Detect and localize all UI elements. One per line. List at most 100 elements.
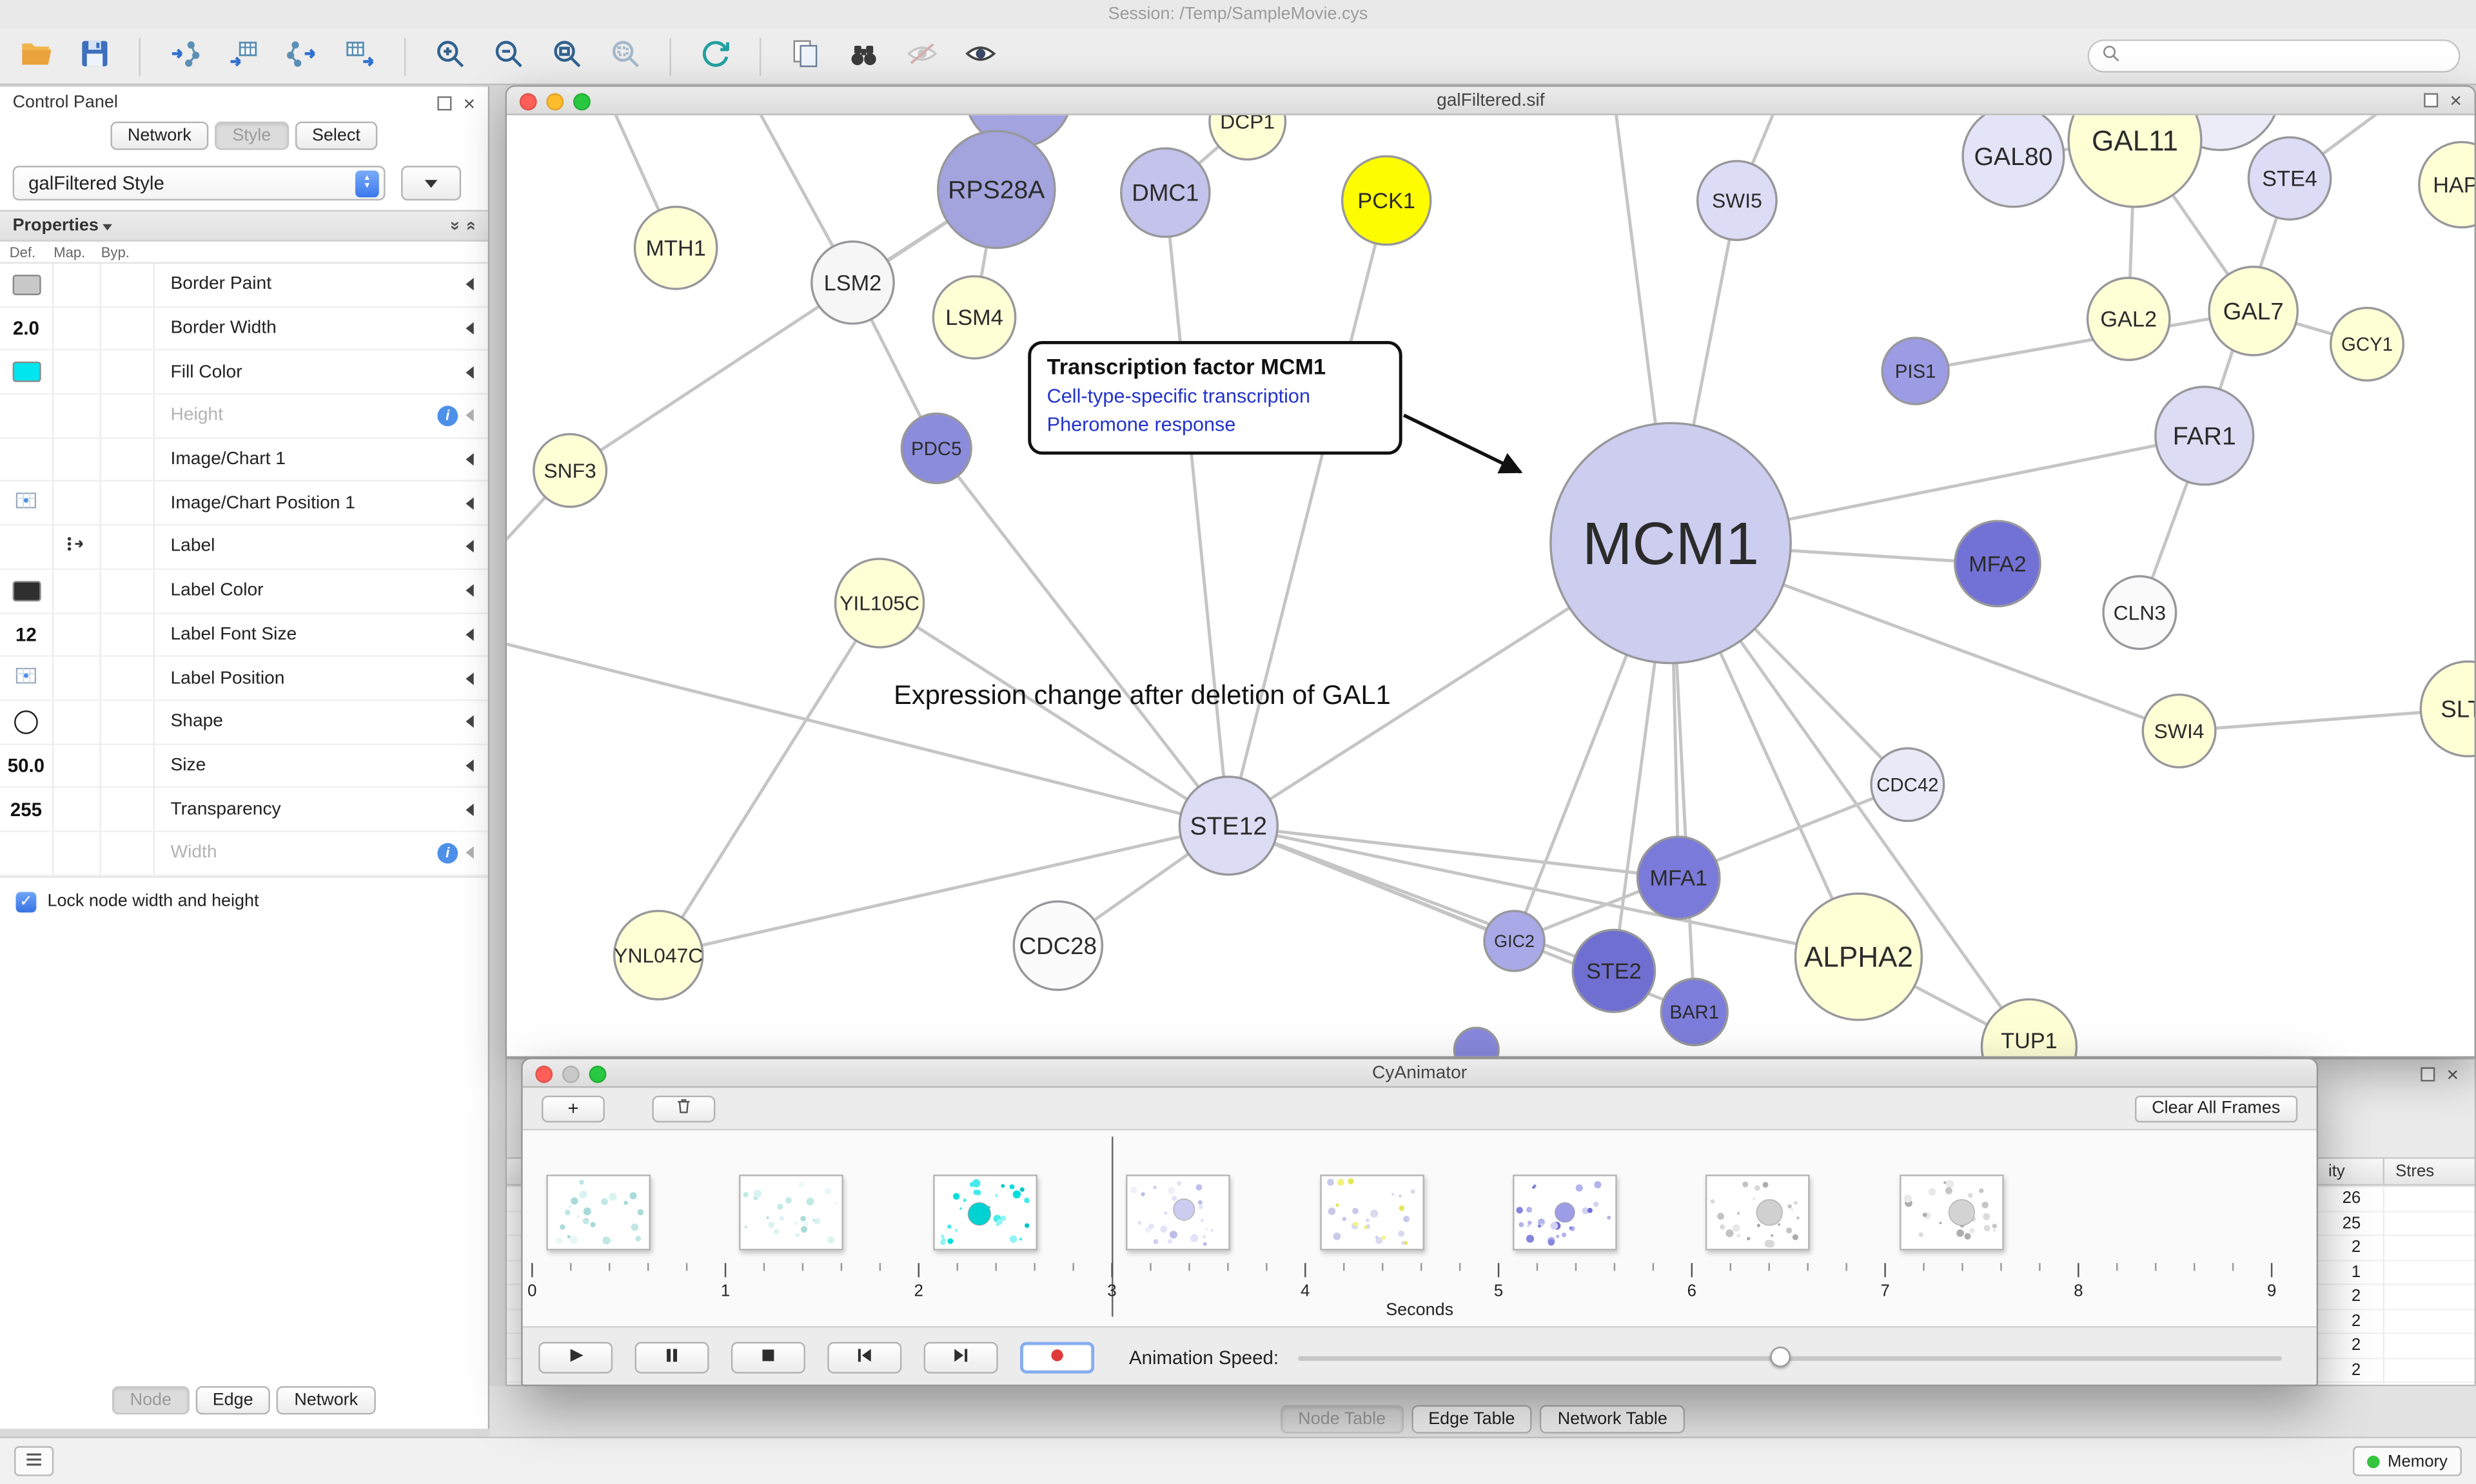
frame-thumbnail-5[interactable]	[1513, 1175, 1617, 1251]
memory-button[interactable]: Memory	[2353, 1446, 2462, 1476]
panel-tab-edge[interactable]: Edge	[195, 1386, 271, 1415]
expand-arrow-icon[interactable]	[466, 846, 474, 859]
passthrough-mapping-icon[interactable]	[64, 536, 88, 558]
property-row-label[interactable]: Label	[0, 525, 488, 570]
column-header-stress[interactable]: Stres	[2395, 1162, 2435, 1181]
label-font-size-value[interactable]: 12	[15, 623, 37, 646]
minimize-window-button[interactable]	[546, 93, 564, 111]
close-table-panel-icon[interactable]	[2446, 1068, 2459, 1082]
float-table-panel-icon[interactable]	[2421, 1067, 2436, 1082]
tab-style[interactable]: Style	[215, 121, 289, 150]
network-node-SLT2[interactable]	[2419, 660, 2475, 757]
expand-arrow-icon[interactable]	[466, 803, 474, 816]
property-row-label-color[interactable]: Label Color	[0, 569, 488, 614]
frame-thumbnail-0[interactable]	[546, 1175, 651, 1251]
record-button[interactable]	[1020, 1341, 1095, 1373]
first-neighbors-button[interactable]	[840, 34, 887, 79]
zoom-selected-button[interactable]	[602, 34, 649, 79]
search-box[interactable]	[2087, 39, 2461, 73]
properties-header[interactable]: Properties	[0, 210, 488, 242]
network-node-GIC2[interactable]	[1483, 910, 1546, 972]
expand-arrow-icon[interactable]	[466, 453, 474, 466]
network-node-GAL7[interactable]	[2208, 266, 2299, 356]
network-node-PCK1[interactable]	[1341, 155, 1432, 246]
slider-handle[interactable]	[1770, 1345, 1791, 1367]
network-node-PDC5[interactable]	[900, 412, 972, 485]
network-edge[interactable]	[507, 636, 1229, 828]
speed-slider[interactable]	[1297, 1341, 2282, 1372]
network-node-LSM4[interactable]	[932, 275, 1017, 360]
tab-network[interactable]: Network	[110, 121, 209, 150]
float-panel-icon[interactable]	[438, 95, 453, 110]
network-node-GCY1[interactable]	[2329, 306, 2405, 382]
style-options-button[interactable]	[401, 166, 462, 201]
expand-arrow-icon[interactable]	[466, 322, 474, 335]
network-edge[interactable]	[935, 447, 1230, 827]
show-panel-button[interactable]	[14, 1446, 54, 1476]
fill-color-swatch[interactable]	[12, 362, 41, 383]
delete-frame-button[interactable]	[652, 1095, 716, 1122]
network-node-SP1[interactable]	[1453, 1026, 1500, 1058]
network-node-STE12[interactable]	[1178, 776, 1279, 876]
network-edge[interactable]	[878, 601, 1230, 827]
frame-thumbnail-3[interactable]	[1126, 1175, 1231, 1251]
network-node-RPS28A[interactable]	[936, 130, 1056, 249]
hide-selected-button[interactable]	[898, 34, 945, 79]
float-window-icon[interactable]	[2424, 93, 2439, 108]
frame-thumbnail-6[interactable]	[1705, 1175, 1811, 1251]
open-session-button[interactable]	[13, 34, 60, 79]
property-row-image-chart-position-1[interactable]: Image/Chart Position 1	[0, 482, 488, 526]
network-node-GAL2[interactable]	[2086, 277, 2171, 362]
network-node-DCP1[interactable]	[1208, 115, 1287, 161]
network-node-CDC28[interactable]	[1012, 900, 1104, 991]
import-network-button[interactable]	[161, 34, 208, 79]
frame-thumbnail-2[interactable]	[932, 1175, 1037, 1251]
network-node-CDC42[interactable]	[1870, 747, 1945, 823]
show-all-button[interactable]	[957, 34, 1004, 79]
network-node-CLN3[interactable]	[2102, 575, 2177, 650]
annotation-link-1[interactable]: Cell-type-specific transcription	[1046, 385, 1311, 407]
size-value[interactable]: 50.0	[7, 754, 44, 777]
playhead[interactable]	[1112, 1137, 1114, 1317]
network-edge[interactable]	[569, 188, 997, 472]
copy-button[interactable]	[781, 34, 829, 79]
property-row-shape[interactable]: Shape	[0, 701, 488, 745]
skip-to-end-button[interactable]	[923, 1341, 998, 1373]
expand-arrow-icon[interactable]	[466, 540, 474, 554]
network-edge[interactable]	[1228, 824, 1515, 942]
network-node-MCM1[interactable]	[1549, 422, 1792, 665]
ellipse-shape-icon[interactable]	[14, 710, 38, 734]
search-input[interactable]	[2128, 46, 2446, 66]
network-node-SNF3[interactable]	[533, 433, 608, 508]
expand-arrow-icon[interactable]	[466, 409, 474, 422]
pause-button[interactable]	[634, 1341, 709, 1373]
network-edge[interactable]	[658, 824, 1229, 957]
network-edge[interactable]	[657, 602, 881, 956]
network-node-GAL80[interactable]	[1961, 115, 2065, 208]
expand-arrow-icon[interactable]	[466, 366, 474, 379]
table-tab-edge-table[interactable]: Edge Table	[1411, 1405, 1533, 1434]
label-color-swatch[interactable]	[12, 580, 41, 601]
collapse-all-icon[interactable]	[461, 221, 480, 231]
network-edge[interactable]	[1228, 824, 1679, 880]
export-table-button[interactable]	[337, 34, 384, 79]
expand-arrow-icon[interactable]	[466, 628, 474, 641]
import-table-button[interactable]	[219, 34, 266, 79]
network-node-YIL105C[interactable]	[834, 558, 925, 649]
style-selector[interactable]: galFiltered Style	[12, 166, 386, 201]
network-node-SWI5[interactable]	[1696, 160, 1778, 241]
panel-tab-node[interactable]: Node	[112, 1386, 189, 1415]
expand-arrow-icon[interactable]	[466, 584, 474, 598]
add-frame-button[interactable]: +	[542, 1095, 605, 1122]
cyanimator-titlebar[interactable]: CyAnimator	[522, 1059, 2317, 1088]
network-edge[interactable]	[1228, 824, 1859, 959]
property-row-label-position[interactable]: Label Position	[0, 657, 488, 701]
apply-layout-button[interactable]	[692, 34, 739, 79]
border-width-value[interactable]: 2.0	[12, 317, 39, 340]
expand-arrow-icon[interactable]	[466, 278, 474, 291]
